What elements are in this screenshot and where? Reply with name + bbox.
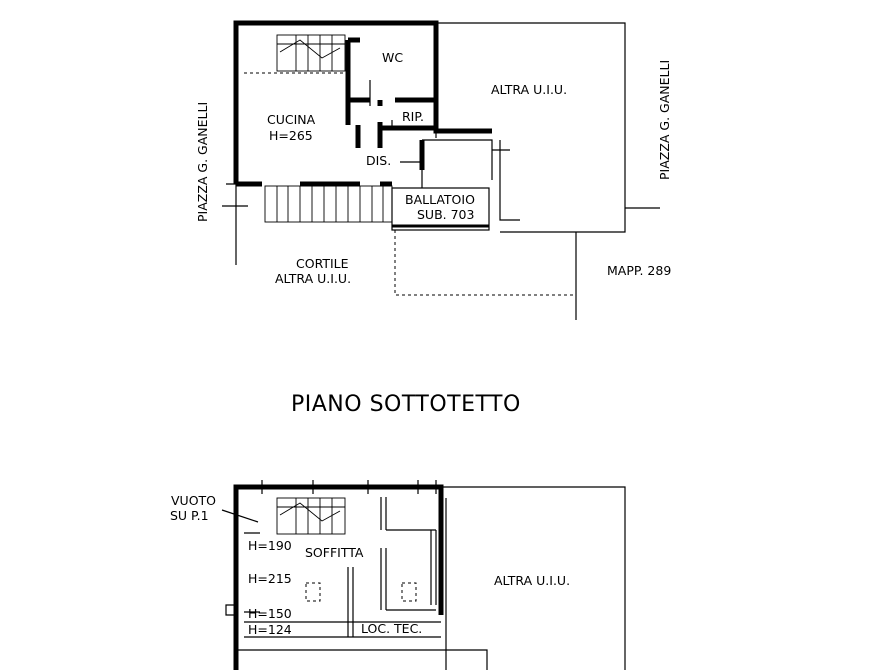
vuoto-sub-label: SU P.1 bbox=[170, 508, 209, 523]
street-label-right: PIAZZA G. GANELLI bbox=[657, 60, 672, 180]
attic-stairs bbox=[276, 497, 346, 535]
height-label-2: H=215 bbox=[248, 571, 292, 586]
terrace-steps bbox=[264, 185, 393, 223]
attic-h-lines bbox=[244, 532, 260, 613]
rip-walls bbox=[377, 97, 436, 148]
courtyard-outline bbox=[394, 230, 577, 296]
upper-left-step bbox=[222, 183, 248, 265]
chimney-dash-2 bbox=[401, 582, 417, 602]
attic-top-ticks bbox=[225, 480, 437, 616]
dis-walls bbox=[355, 125, 425, 170]
altra-uiu-label-upper: ALTRA U.I.U. bbox=[491, 82, 567, 97]
height-label-1: H=190 bbox=[248, 538, 292, 553]
attic-bottom-walls bbox=[236, 621, 488, 670]
mapp-label: MAPP. 289 bbox=[607, 263, 671, 278]
door-swing-1 bbox=[369, 80, 510, 163]
cucina-label: CUCINA bbox=[267, 112, 316, 127]
chimney-dash-1 bbox=[305, 582, 321, 602]
ballatoio-sub-label: SUB. 703 bbox=[417, 207, 474, 222]
dis-label: DIS. bbox=[366, 153, 391, 168]
wc-label: WC bbox=[382, 50, 403, 65]
rip-label: RIP. bbox=[402, 109, 424, 124]
cortile-sub-label: ALTRA U.I.U. bbox=[275, 271, 351, 286]
attic-neighbour-wall bbox=[441, 486, 626, 670]
upper-floor-plan: WC CUCINA H=265 RIP. DIS. BALLATOIO SUB.… bbox=[195, 20, 672, 320]
cortile-label: CORTILE bbox=[296, 256, 349, 271]
soffitta-label: SOFFITTA bbox=[305, 545, 364, 560]
altra-uiu-label-lower: ALTRA U.I.U. bbox=[494, 573, 570, 588]
street-label-left: PIAZZA G. GANELLI bbox=[195, 102, 210, 222]
upper-outer-wall bbox=[233, 20, 492, 184]
height-label-4: H=124 bbox=[248, 622, 292, 637]
attic-floor-plan: VUOTO SU P.1 SOFFITTA H=190 H=215 H=150 … bbox=[170, 480, 626, 670]
upper-neighbour-wall bbox=[436, 22, 626, 233]
attic-outer-wall bbox=[233, 484, 444, 670]
section-title: PIANO SOTTOTETTO bbox=[291, 392, 521, 417]
loc-tec-label: LOC. TEC. bbox=[361, 621, 422, 636]
wc-walls bbox=[345, 37, 383, 125]
upper-stairs bbox=[244, 34, 346, 74]
ballatoio-label: BALLATOIO bbox=[405, 192, 475, 207]
attic-leader-line bbox=[221, 509, 259, 523]
closet-walls bbox=[421, 139, 520, 221]
attic-vertical-partitions bbox=[347, 497, 437, 637]
vuoto-label: VUOTO bbox=[171, 493, 216, 508]
ballatoio-box bbox=[391, 187, 490, 231]
height-label-3: H=150 bbox=[248, 606, 292, 621]
cucina-height-label: H=265 bbox=[269, 128, 313, 143]
